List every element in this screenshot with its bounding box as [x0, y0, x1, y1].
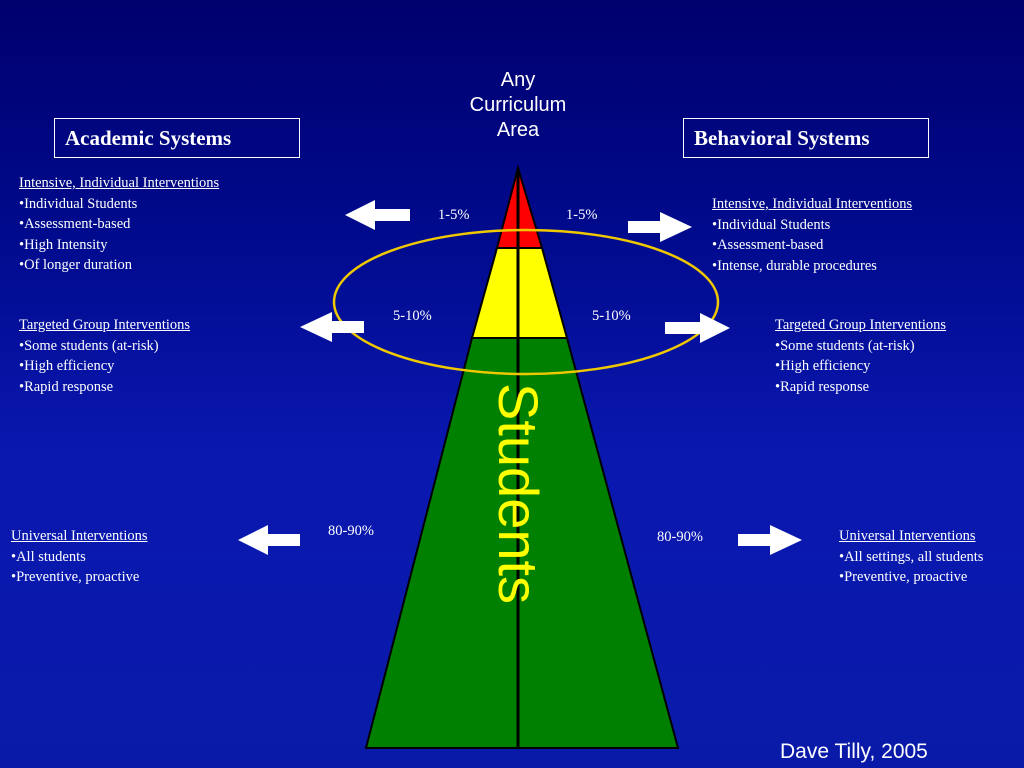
academic-intensive-item: •Individual Students: [19, 195, 138, 212]
arrow-left-targeted: [300, 312, 364, 342]
academic-intensive-item: •Of longer duration: [19, 257, 132, 273]
behavioral-intensive-item: •Assessment-based: [712, 237, 824, 253]
academic-universal-block: Universal Interventions •All students •P…: [11, 526, 148, 588]
behavioral-intensive-heading: Intensive, Individual Interventions: [712, 196, 913, 212]
behavioral-targeted-item: •Rapid response: [775, 378, 870, 395]
title-line-1: Any: [500, 69, 536, 91]
pct-left-universal: 80-90%: [328, 523, 374, 539]
behavioral-intensive-item: •Individual Students: [712, 216, 831, 233]
arrow-right-universal: [738, 525, 802, 555]
students-label: Students: [487, 383, 550, 604]
behavioral-targeted-heading: Targeted Group Interventions: [775, 317, 947, 333]
arrow-right-intensive: [628, 212, 692, 242]
title-line-2: Curriculum: [469, 94, 567, 116]
behavioral-universal-item: •Preventive, proactive: [839, 569, 968, 585]
arrow-left-intensive: [345, 200, 410, 230]
behavioral-universal-heading: Universal Interventions: [839, 528, 976, 544]
academic-systems-box: Academic Systems: [54, 118, 300, 158]
pct-right-universal: 80-90%: [657, 529, 703, 545]
behavioral-universal-block: Universal Interventions •All settings, a…: [839, 526, 983, 588]
arrow-left-universal: [238, 525, 300, 555]
academic-targeted-item: •Some students (at-risk): [19, 337, 159, 354]
academic-targeted-block: Targeted Group Interventions •Some stude…: [19, 315, 190, 397]
pct-right-intensive: 1-5%: [566, 207, 598, 223]
title-line-3: Area: [496, 119, 540, 141]
pct-right-targeted: 5-10%: [592, 308, 631, 324]
academic-targeted-item: •Rapid response: [19, 378, 114, 395]
pct-left-intensive: 1-5%: [438, 207, 470, 223]
arrow-right-targeted: [665, 313, 730, 343]
academic-intensive-item: •High Intensity: [19, 236, 108, 253]
behavioral-targeted-item: •Some students (at-risk): [775, 337, 915, 354]
academic-intensive-block: Intensive, Individual Interventions •Ind…: [19, 173, 219, 276]
academic-targeted-item: •High efficiency: [19, 358, 115, 374]
behavioral-targeted-item: •High efficiency: [775, 358, 871, 374]
behavioral-intensive-block: Intensive, Individual Interventions •Ind…: [712, 194, 912, 276]
academic-intensive-item: •Assessment-based: [19, 216, 131, 232]
academic-universal-item: •All students: [11, 548, 86, 565]
academic-targeted-heading: Targeted Group Interventions: [19, 317, 191, 333]
curriculum-area-title: Any Curriculum Area: [448, 68, 588, 143]
academic-universal-item: •Preventive, proactive: [11, 569, 140, 585]
pct-left-targeted: 5-10%: [393, 308, 432, 324]
behavioral-intensive-item: •Intense, durable procedures: [712, 257, 877, 274]
behavioral-universal-item: •All settings, all students: [839, 548, 984, 565]
targeted-ellipse: [332, 228, 720, 376]
behavioral-systems-box: Behavioral Systems: [683, 118, 929, 158]
academic-intensive-heading: Intensive, Individual Interventions: [19, 175, 220, 191]
behavioral-targeted-block: Targeted Group Interventions •Some stude…: [775, 315, 946, 397]
academic-universal-heading: Universal Interventions: [11, 528, 148, 544]
author-credit: Dave Tilly, 2005: [780, 740, 928, 763]
